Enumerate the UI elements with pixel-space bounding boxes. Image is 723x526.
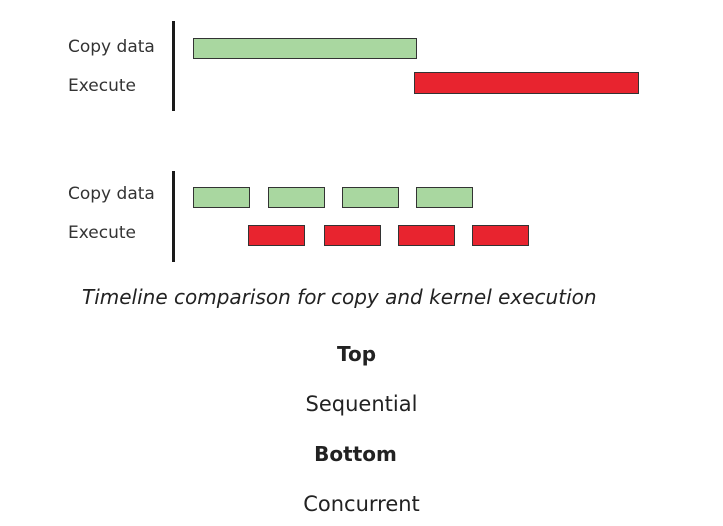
legend-top-heading: Top — [336, 342, 377, 366]
top-copy-bar — [193, 38, 417, 59]
legend-top-value: Sequential — [305, 392, 418, 416]
bottom-execute-bar-2 — [324, 225, 381, 246]
bottom-copy-bar-3 — [342, 187, 399, 208]
timeline-diagram: Copy data Execute Copy data Execute — [68, 21, 639, 262]
figure-caption: Timeline comparison for copy and kernel … — [82, 285, 597, 309]
bottom-execute-bar-4 — [472, 225, 529, 246]
top-execute-label: Execute — [68, 76, 136, 96]
legend-bottom-value: Concurrent — [303, 492, 420, 516]
top-time-axis — [172, 21, 175, 111]
bottom-copy-label: Copy data — [68, 184, 155, 204]
bottom-execute-bar-1 — [248, 225, 305, 246]
bottom-copy-bar-2 — [268, 187, 325, 208]
bottom-execute-bar-3 — [398, 225, 455, 246]
top-copy-label: Copy data — [68, 37, 155, 57]
bottom-execute-label: Execute — [68, 223, 136, 243]
bottom-time-axis — [172, 171, 175, 262]
top-execute-bar — [414, 72, 639, 94]
bottom-copy-bar-1 — [193, 187, 250, 208]
bottom-copy-bar-4 — [416, 187, 473, 208]
legend-bottom-heading: Bottom — [314, 442, 397, 466]
